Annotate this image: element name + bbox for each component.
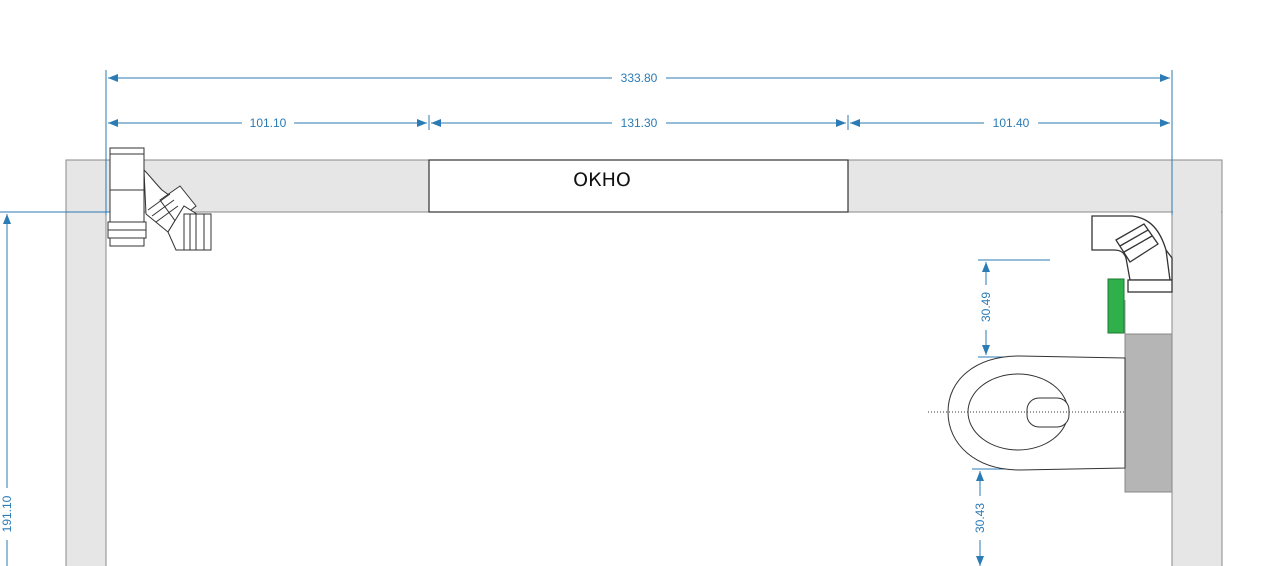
wall-right (1171, 211, 1223, 566)
pipe-elbow-icon (1091, 215, 1173, 293)
dimension-label-overall: 333.80 (621, 71, 658, 85)
dimension-label-right-segment: 101.40 (993, 116, 1030, 130)
window-label: ОКНО (573, 169, 631, 191)
dimension-toilet-bottom: 30.43 (972, 468, 1020, 566)
wall-left (65, 211, 107, 566)
dimension-label-window: 131.30 (621, 116, 658, 130)
wall-top-right (847, 159, 1223, 213)
window: ОКНО (428, 159, 849, 213)
installation-frame (1124, 333, 1173, 493)
toilet-icon (928, 355, 1126, 471)
dimension-label-toilet-bottom: 30.43 (973, 503, 987, 533)
dimension-overall-width: 333.80 (105, 70, 1173, 215)
dimension-room-depth: 191.10 (0, 211, 130, 566)
flush-plate-icon (1107, 278, 1125, 334)
dimension-toilet-top: 30.49 (978, 259, 1050, 358)
dimension-label-toilet-top: 30.49 (979, 292, 993, 322)
window-frame (428, 159, 849, 213)
dimension-label-left-segment: 101.10 (250, 116, 287, 130)
pipe-elbow-icon (107, 147, 212, 251)
dimension-segments: 101.10 131.30 101.40 (108, 115, 1170, 130)
dimension-label-room-depth: 191.10 (0, 495, 14, 532)
